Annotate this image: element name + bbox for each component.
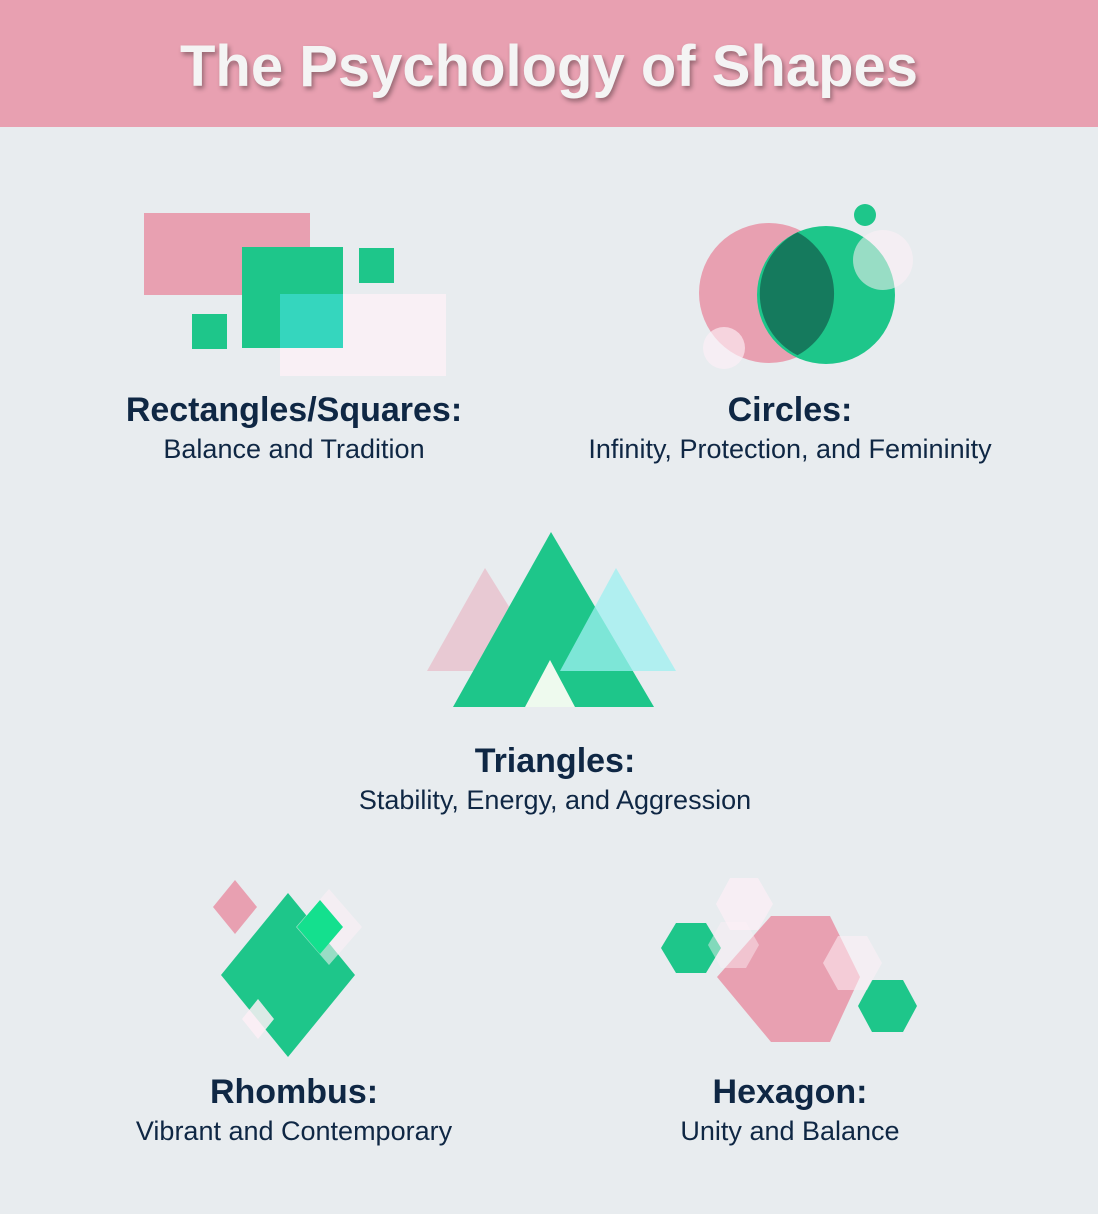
page-title: The Psychology of Shapes <box>179 34 919 99</box>
pink-diamond <box>213 880 257 934</box>
pink-hexagon <box>717 916 860 1042</box>
pale-circle-left <box>703 327 745 369</box>
rectangles-label: Rectangles/Squares: Balance and Traditio… <box>94 390 494 468</box>
circles-icon <box>699 204 913 369</box>
triangles-icon <box>427 532 676 707</box>
rectangles-icon <box>144 213 446 376</box>
rectangles-title: Rectangles/Squares: <box>125 391 463 429</box>
cyan-triangle <box>560 568 676 671</box>
teal-overlap <box>280 294 343 348</box>
hexagon-icon <box>661 878 917 1042</box>
small-green-dot <box>854 204 876 226</box>
green-hexagon-left <box>661 923 721 973</box>
bright-green-diamond-overlap <box>297 900 343 954</box>
pale-circle-right <box>853 230 913 290</box>
triangles-label: Triangles: Stability, Energy, and Aggres… <box>330 741 780 819</box>
circle-overlap <box>759 232 835 356</box>
green-square-small-left <box>192 314 227 349</box>
white-diamond <box>242 999 274 1039</box>
pale-hexagon-top <box>716 878 773 930</box>
circles-title: Circles: <box>727 391 853 429</box>
pale-hexagon-right <box>823 936 882 990</box>
rhombus-title: Rhombus: <box>209 1073 379 1111</box>
green-square-small-top <box>359 248 394 283</box>
pale-hexagon-mid <box>708 922 759 968</box>
circles-label: Circles: Infinity, Protection, and Femin… <box>565 390 1015 468</box>
pale-triangle <box>525 660 575 707</box>
rhombus-icon <box>213 880 362 1057</box>
circles-description: Infinity, Protection, and Femininity <box>588 434 992 464</box>
rhombus-description: Vibrant and Contemporary <box>135 1116 453 1146</box>
header-banner <box>0 0 1098 127</box>
hexagon-description: Unity and Balance <box>680 1116 900 1146</box>
rectangles-description: Balance and Tradition <box>163 434 425 464</box>
hexagon-label: Hexagon: Unity and Balance <box>590 1072 990 1150</box>
hexagon-title: Hexagon: <box>712 1073 868 1111</box>
triangles-description: Stability, Energy, and Aggression <box>358 785 752 815</box>
rhombus-label: Rhombus: Vibrant and Contemporary <box>94 1072 494 1150</box>
green-hexagon-right <box>858 980 917 1032</box>
triangles-title: Triangles: <box>474 742 636 780</box>
